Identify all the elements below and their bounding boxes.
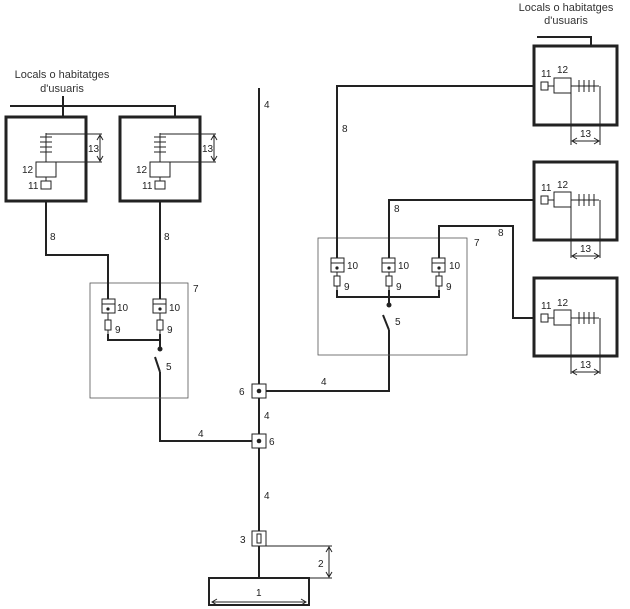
junction-node-lower <box>256 438 262 444</box>
label-9-right-3: 9 <box>446 282 452 293</box>
label-11-right-1: 11 <box>541 69 552 80</box>
conductor-8-right-3 <box>438 225 541 319</box>
label-11-right-3: 11 <box>541 301 552 312</box>
label-12-left-1: 12 <box>22 165 34 176</box>
meter-module-right-3 <box>431 257 446 290</box>
switch-blade-left <box>154 356 161 373</box>
height-dimension-arrow-up <box>325 546 333 553</box>
user-unit-right-3 <box>532 276 619 358</box>
label-10-right-2: 10 <box>398 261 410 272</box>
label-11-left-2: 11 <box>142 181 153 192</box>
label-11-right-2: 11 <box>541 183 552 194</box>
users-caption-right-line2: d'usuaris <box>544 15 588 27</box>
label-1: 1 <box>256 588 262 599</box>
label-12-right-2: 12 <box>557 180 569 191</box>
height-dimension-arrow-down <box>325 571 333 578</box>
base-enclosure <box>208 577 310 606</box>
base-dimension-arrow-left <box>211 598 218 606</box>
label-9-left-1: 9 <box>115 325 121 336</box>
panel-right-3 <box>540 309 601 376</box>
label-12-right-1: 12 <box>557 65 569 76</box>
label-9-right-1: 9 <box>344 282 350 293</box>
label-2: 2 <box>318 559 324 570</box>
users-caption-left-line1: Locals o habitatges <box>15 69 110 81</box>
users-caption-left-line2: d'usuaris <box>40 83 84 95</box>
label-8-right-3: 8 <box>498 228 504 239</box>
label-13-right-3: 13 <box>580 360 592 371</box>
panel-right-1 <box>540 77 601 145</box>
conductor-8-right-1 <box>336 85 541 258</box>
label-13-right-1: 13 <box>580 129 592 140</box>
base-dimension-arrow-right <box>300 598 307 606</box>
label-12-right-3: 12 <box>557 298 569 309</box>
switch-blade-right <box>382 314 390 331</box>
component-3 <box>251 530 267 547</box>
conductor-8-left-1 <box>45 189 109 299</box>
supply-line-right <box>537 36 592 47</box>
panel-right-2 <box>540 191 601 260</box>
label-8-left-2: 8 <box>164 232 170 243</box>
label-9-left-2: 9 <box>167 325 173 336</box>
label-13-left-2: 13 <box>202 144 214 155</box>
label-10-right-1: 10 <box>347 261 359 272</box>
panel-left-1 <box>35 133 104 190</box>
label-7-right: 7 <box>474 238 480 249</box>
label-8-right-1: 8 <box>342 124 348 135</box>
label-6-lower: 6 <box>269 437 275 448</box>
junction-node-upper <box>256 388 262 394</box>
label-7-left: 7 <box>193 284 199 295</box>
users-caption-right-line1: Locals o habitatges <box>519 2 614 14</box>
distribution-zone-left <box>89 282 189 399</box>
branch-line-left <box>159 372 252 442</box>
component-3-inner <box>256 533 262 544</box>
label-riser-4-top: 4 <box>264 100 270 111</box>
conductor-8-right-2 <box>388 199 541 258</box>
label-riser-4-low: 4 <box>264 491 270 502</box>
supply-line-left <box>10 105 176 118</box>
meter-module-left-2 <box>152 298 167 334</box>
branch-line-right <box>266 330 390 392</box>
label-5-left: 5 <box>166 362 172 373</box>
meter-module-left-1 <box>101 298 116 334</box>
label-4-branch-right: 4 <box>321 377 327 388</box>
label-10-right-3: 10 <box>449 261 461 272</box>
label-4-branch-left: 4 <box>198 429 204 440</box>
label-10-left-1: 10 <box>117 303 129 314</box>
label-11-left-1: 11 <box>28 181 39 192</box>
label-6-upper: 6 <box>239 387 245 398</box>
label-riser-4-mid: 4 <box>264 411 270 422</box>
label-12-left-2: 12 <box>136 165 148 176</box>
label-13-left-1: 13 <box>88 144 100 155</box>
meter-module-right-2 <box>381 257 396 290</box>
meter-module-right-1 <box>330 257 345 290</box>
label-10-left-2: 10 <box>169 303 181 314</box>
label-9-right-2: 9 <box>396 282 402 293</box>
label-8-right-2: 8 <box>394 204 400 215</box>
label-8-left-1: 8 <box>50 232 56 243</box>
label-3: 3 <box>240 535 246 546</box>
label-13-right-2: 13 <box>580 244 592 255</box>
panel-left-2 <box>149 133 218 190</box>
distribution-zone-right <box>317 237 468 356</box>
bus-line-left <box>107 334 161 349</box>
label-5-right: 5 <box>395 317 401 328</box>
